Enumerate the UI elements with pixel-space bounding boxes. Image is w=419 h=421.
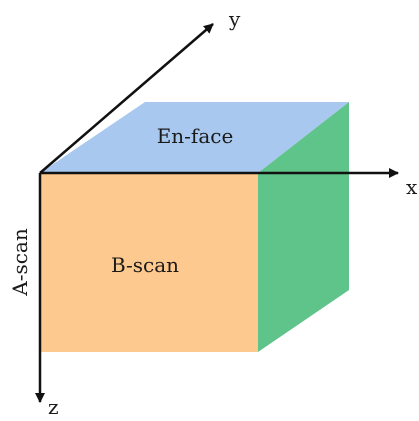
a-scan-label: A-scan (8, 228, 32, 297)
y-axis-label: y (228, 7, 241, 31)
b-scan-label: B-scan (111, 253, 179, 277)
front-face-b-scan (40, 173, 258, 352)
side-face (258, 102, 349, 352)
top-face-en-face (40, 102, 349, 173)
z-axis-label: z (48, 395, 59, 419)
y-axis-arrow (39, 23, 214, 174)
x-axis-label: x (406, 175, 418, 199)
en-face-label: En-face (157, 124, 234, 148)
